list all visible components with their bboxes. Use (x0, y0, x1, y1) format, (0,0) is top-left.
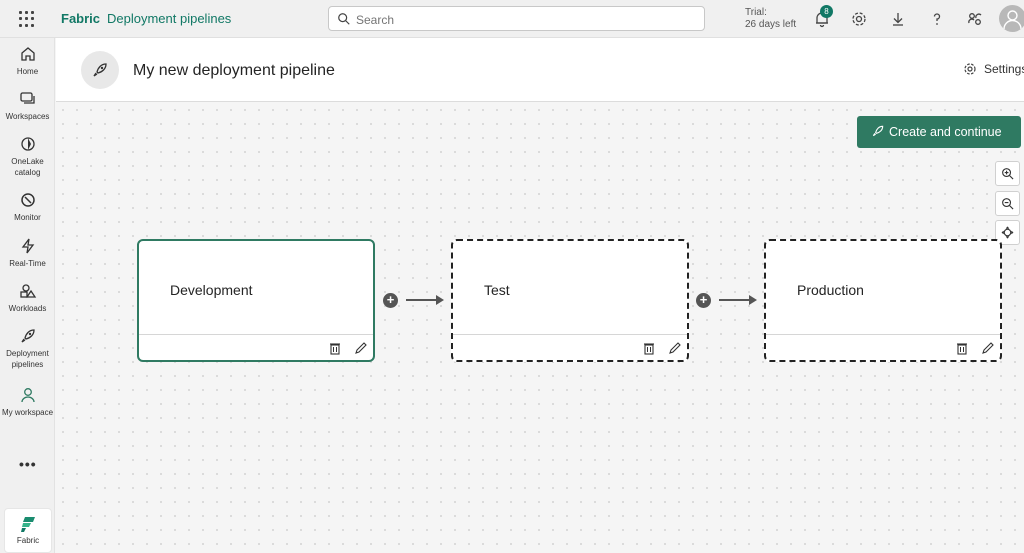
nav-label-monitor: Monitor (14, 213, 41, 222)
fit-to-view-button[interactable] (995, 220, 1020, 245)
stage-card-test[interactable]: Test (451, 239, 689, 362)
nav-item-workloads[interactable]: Workloads (0, 282, 55, 314)
pencil-icon[interactable] (668, 341, 682, 355)
gear-icon (964, 63, 976, 75)
more-options-icon[interactable]: ••• (19, 456, 37, 472)
monitor-icon (20, 193, 35, 207)
fit-view-icon (1001, 226, 1014, 239)
nav-item-real-time[interactable]: Real-Time (0, 237, 55, 269)
zoom-in-icon (1002, 168, 1014, 180)
trial-status[interactable]: Trial: 26 days left (745, 7, 796, 31)
nav-item-monitor[interactable]: Monitor (0, 191, 55, 223)
search-input[interactable] (356, 13, 656, 27)
stage-name: Test (484, 282, 510, 298)
nav-item-workspaces[interactable]: Workspaces (0, 90, 55, 122)
stage-footer (766, 334, 1000, 360)
download-icon[interactable] (889, 10, 907, 28)
pipeline-canvas: Create and continue Development + Test +… (56, 103, 1024, 553)
page-header: My new deployment pipeline Settings (56, 38, 1024, 102)
stage-footer (139, 334, 373, 360)
nav-item-my-workspace[interactable]: My workspace (0, 386, 55, 418)
search-box[interactable] (328, 6, 705, 31)
notification-badge: 8 (820, 5, 833, 18)
home-icon (20, 47, 35, 61)
stage-arrow (719, 295, 757, 305)
pipeline-avatar (81, 51, 119, 89)
trial-days-left: 26 days left (745, 19, 797, 30)
stage-arrow (406, 295, 444, 305)
person-icon (20, 388, 35, 403)
stage-footer (453, 334, 687, 360)
trial-label: Trial: (745, 7, 767, 18)
lightning-icon (21, 238, 34, 254)
nav-label-workspaces: Workspaces (5, 112, 50, 121)
pencil-icon[interactable] (354, 341, 368, 355)
zoom-in-button[interactable] (995, 161, 1020, 186)
share-icon[interactable] (966, 10, 984, 28)
rocket-icon (93, 63, 107, 77)
nav-label-deployment-pipelines: Deployment pipelines (6, 349, 49, 369)
zoom-out-icon (1002, 198, 1014, 210)
fabric-switcher[interactable]: Fabric (4, 508, 52, 553)
left-nav-rail: Home Workspaces OneLake catalog Monitor … (0, 38, 55, 553)
brand-name[interactable]: Fabric (61, 11, 101, 26)
help-icon[interactable] (928, 10, 946, 28)
create-and-continue-button[interactable]: Create and continue (857, 116, 1021, 148)
workloads-icon (19, 284, 36, 298)
nav-label-real-time: Real-Time (9, 259, 46, 268)
stage-name: Production (797, 282, 864, 298)
avatar[interactable] (999, 5, 1024, 32)
user-avatar-icon (1003, 10, 1022, 30)
nav-label-my-workspace: My workspace (1, 408, 54, 417)
nav-item-home[interactable]: Home (0, 45, 55, 77)
trash-icon[interactable] (328, 341, 342, 355)
app-launcher-icon[interactable] (18, 10, 36, 28)
fabric-logo-icon (21, 517, 35, 532)
breadcrumb[interactable]: Deployment pipelines (107, 11, 232, 26)
nav-label-workloads: Workloads (8, 304, 47, 313)
zoom-out-button[interactable] (995, 191, 1020, 216)
nav-item-deployment-pipelines[interactable]: Deployment pipelines (0, 327, 55, 370)
top-bar: Fabric Deployment pipelines Trial: 26 da… (0, 0, 1024, 38)
onelake-icon (20, 137, 35, 151)
add-stage-button[interactable]: + (383, 293, 398, 308)
nav-label-home: Home (16, 67, 39, 76)
workspaces-icon (19, 92, 35, 104)
stage-card-production[interactable]: Production (764, 239, 1002, 362)
pencil-icon[interactable] (981, 341, 995, 355)
rocket-icon (872, 125, 884, 137)
fabric-label: Fabric (16, 536, 40, 545)
stage-name: Development (170, 282, 253, 298)
nav-label-onelake-catalog: OneLake catalog (11, 157, 44, 177)
rocket-icon (20, 329, 35, 343)
search-icon (338, 13, 350, 25)
create-and-continue-label: Create and continue (889, 125, 1002, 139)
stage-card-development[interactable]: Development (137, 239, 375, 362)
gear-icon[interactable] (850, 10, 868, 28)
nav-item-onelake-catalog[interactable]: OneLake catalog (0, 135, 55, 178)
trash-icon[interactable] (642, 341, 656, 355)
add-stage-button[interactable]: + (696, 293, 711, 308)
trash-icon[interactable] (955, 341, 969, 355)
settings-label: Settings (984, 62, 1024, 76)
page-title: My new deployment pipeline (133, 62, 335, 79)
